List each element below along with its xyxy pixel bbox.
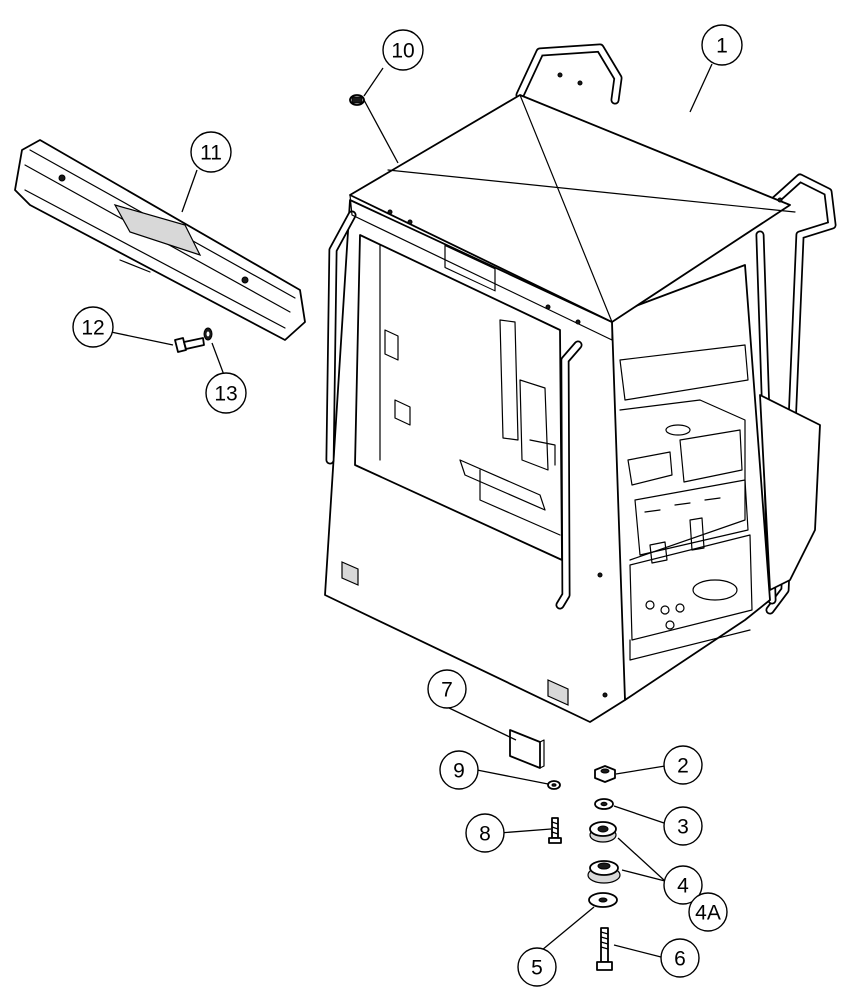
callout-10-label: 10 xyxy=(391,40,414,63)
callout-2: 2 xyxy=(663,745,703,785)
callout-8: 8 xyxy=(465,813,505,853)
callout-2-label: 2 xyxy=(677,755,689,778)
callout-9-label: 9 xyxy=(453,760,465,783)
callout-4a-label: 4A xyxy=(695,902,721,925)
callout-6-label: 6 xyxy=(674,948,686,971)
part-12-bolt xyxy=(174,337,205,353)
cab-opening-interior xyxy=(379,244,561,536)
left-front-handle-rail xyxy=(325,210,357,465)
callout-13-label: 13 xyxy=(214,383,237,406)
callout-13: 13 xyxy=(205,372,247,414)
callout-12: 12 xyxy=(72,306,114,348)
callout-9: 9 xyxy=(439,750,479,790)
callout-5: 5 xyxy=(517,947,557,987)
part-9-washer xyxy=(547,780,561,790)
cab-front-wall-fastener-holes xyxy=(387,72,783,698)
callout-1-label: 1 xyxy=(716,35,728,58)
callout-4a: 4A xyxy=(688,892,728,932)
callout-11-label: 11 xyxy=(200,142,222,165)
part-2-nut xyxy=(594,765,616,783)
callout-4: 4 xyxy=(663,865,703,905)
right-front-handle-rail xyxy=(555,340,583,610)
cab-left-mount-slot xyxy=(341,561,359,586)
callout-3-label: 3 xyxy=(677,816,689,839)
part-5-washer xyxy=(588,892,618,908)
callout-11: 11 xyxy=(190,131,232,173)
callout-5-label: 5 xyxy=(531,957,543,980)
cab-rear-fender xyxy=(759,394,821,591)
callout-12-label: 12 xyxy=(81,317,104,340)
part-10-cap xyxy=(349,94,365,106)
callout-7-label: 7 xyxy=(441,679,453,702)
roof-grab-rail xyxy=(515,43,623,105)
callout-7: 7 xyxy=(427,669,467,709)
callout-1: 1 xyxy=(701,24,743,66)
cab-interior xyxy=(619,344,753,661)
part-13-washer xyxy=(203,327,213,341)
part-6-bolt xyxy=(596,927,613,971)
callout-3: 3 xyxy=(663,806,703,846)
part-7-plate xyxy=(509,729,545,769)
cab-assembly xyxy=(324,43,837,723)
part-3-washer xyxy=(594,798,614,810)
callout-4-label: 4 xyxy=(677,875,689,898)
leader-lines xyxy=(110,63,713,958)
callout-6: 6 xyxy=(660,938,700,978)
part-4a-isolator-lower xyxy=(587,860,621,884)
part-8-screw xyxy=(548,817,562,844)
part-11-panel xyxy=(14,139,306,341)
callout-10: 10 xyxy=(382,29,424,71)
cab-roof xyxy=(349,94,791,323)
cab-front-mount-slot xyxy=(547,679,569,706)
part-4-isolator-upper xyxy=(589,821,617,843)
callout-8-label: 8 xyxy=(479,823,491,846)
